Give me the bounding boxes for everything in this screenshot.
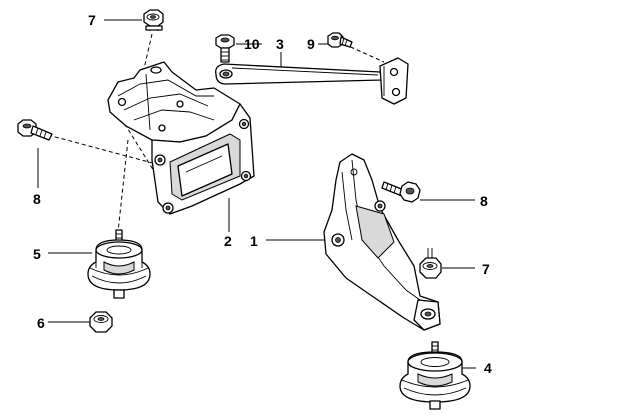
callout-8-right: 8: [480, 193, 488, 209]
bolt-9: [327, 32, 353, 48]
callout-4: 4: [484, 360, 492, 376]
nut-6: [89, 311, 113, 333]
callout-7-top: 7: [88, 12, 96, 28]
nut-7-right: [419, 248, 442, 279]
rubber-mount-5: [87, 229, 151, 299]
engine-bracket-1: [323, 153, 441, 331]
assembly-line-8-left: [47, 134, 161, 166]
callout-6: 6: [37, 315, 45, 331]
callout-2: 2: [224, 233, 232, 249]
bolt-8-left: [17, 119, 53, 141]
callout-9: 9: [307, 36, 315, 52]
callout-7-right: 7: [482, 261, 490, 277]
bracket-2: [107, 61, 255, 215]
callout-10: 10: [244, 36, 260, 52]
callout-3: 3: [276, 36, 284, 52]
strut-3: [215, 57, 409, 105]
bolt-10: [215, 34, 235, 63]
callout-8-left: 8: [33, 191, 41, 207]
callout-1: 1: [250, 233, 258, 249]
bolt-8-right: [381, 181, 421, 203]
rubber-mount-4: [399, 341, 471, 410]
callout-5: 5: [33, 246, 41, 262]
nut-7-top: [143, 9, 164, 31]
assembly-line-5: [117, 139, 129, 233]
